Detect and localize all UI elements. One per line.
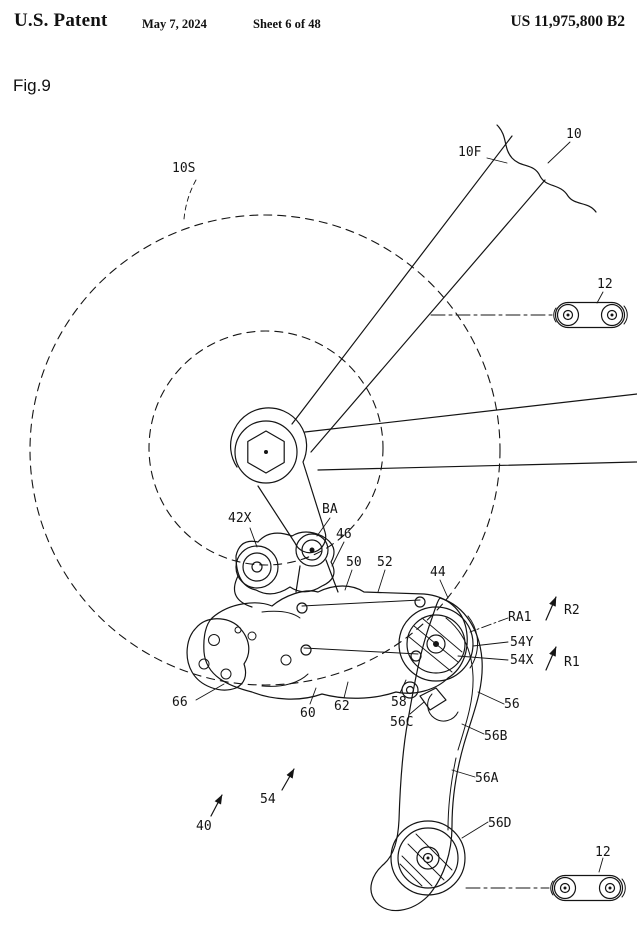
chain-bottom [465,874,626,902]
ref-label-54: 54 [260,792,276,807]
frame-tubes [291,124,637,471]
ref-label-56b: 56B [484,729,508,744]
ref-label-54x: 54X [510,653,534,668]
ref-label-r2: R2 [564,603,580,618]
patent-number: US 11,975,800 B2 [510,13,625,30]
ref-label-56a: 56A [475,771,499,786]
ref-label-50: 50 [346,555,362,570]
pivot-bolt-58 [401,681,447,711]
arrow-40 [210,794,223,817]
ref-label-10s: 10S [172,161,196,176]
ref-label-ba: BA [322,502,338,517]
ref-label-12-top: 12 [597,277,613,292]
ref-label-44: 44 [430,565,446,580]
ref-label-42x: 42X [228,511,252,526]
ref-label-10: 10 [566,127,582,142]
ref-label-ra1: RA1 [508,610,532,625]
patent-title: U.S. Patent [14,10,108,31]
ref-label-62: 62 [334,699,350,714]
chain-guide-cage [370,597,483,912]
frame-break-squiggle [496,124,597,213]
sheet-number: Sheet 6 of 48 [253,17,321,31]
ref-label-52: 52 [377,555,393,570]
figure-label: Fig.9 [13,76,51,95]
chain-top [430,301,628,329]
lower-pulley [390,820,466,896]
ref-label-40: 40 [196,819,212,834]
end-cap-66 [186,618,250,691]
b-knuckle [233,531,339,608]
sprocket-circles [29,214,501,686]
arrow-r2 [545,596,557,621]
hub-and-hanger [230,407,327,554]
ref-label-12-bottom: 12 [595,845,611,860]
ref-label-54y: 54Y [510,635,534,650]
patent-date: May 7, 2024 [142,17,207,31]
linkage-body [203,585,468,700]
ref-label-60: 60 [300,706,316,721]
ref-label-56: 56 [504,697,520,712]
ref-label-58: 58 [391,695,407,710]
direction-arrows [210,596,557,817]
ref-label-46: 46 [336,527,352,542]
arrow-54 [281,768,295,791]
ref-label-56c: 56C [390,715,414,730]
ref-label-56d: 56D [488,816,512,831]
arrow-r1 [545,646,557,671]
leader-lines [183,141,604,873]
ref-label-66: 66 [172,695,188,710]
ref-label-r1: R1 [564,655,580,670]
ref-label-10f: 10F [458,145,482,160]
